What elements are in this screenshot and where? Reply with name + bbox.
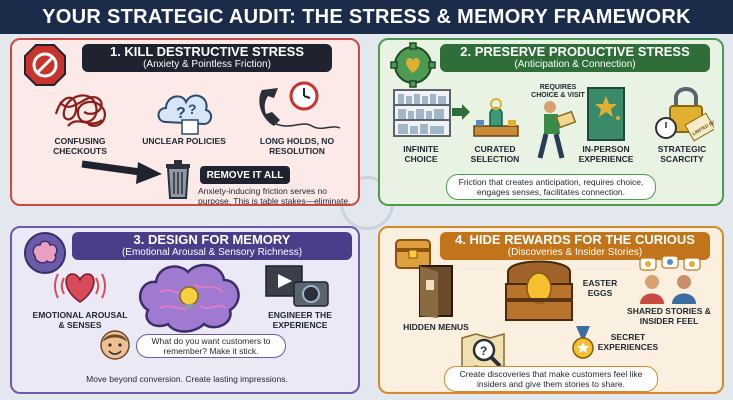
walking-person-icon xyxy=(537,101,576,159)
callout-requires-choice: REQUIRES CHOICE & VISIT xyxy=(531,84,585,99)
panel-1-header: 1. KILL DESTRUCTIVE STRESS (Anxiety & Po… xyxy=(82,44,332,72)
item-long-holds: LONG HOLDS, NO RESOLUTION xyxy=(259,136,335,156)
panel-4-heading: 4. HIDE REWARDS FOR THE CURIOUS xyxy=(455,232,695,247)
panel-1-subheading: (Anxiety & Pointless Friction) xyxy=(143,59,271,70)
arrow-right-icon xyxy=(452,104,470,120)
arrow-icon xyxy=(81,160,162,184)
panel-kill-destructive-stress: 1. KILL DESTRUCTIVE STRESS (Anxiety & Po… xyxy=(10,38,360,206)
tangle-icon xyxy=(54,94,106,127)
panel-1-heading: 1. KILL DESTRUCTIVE STRESS xyxy=(109,44,305,59)
medal-icon xyxy=(572,326,594,359)
treasure-badge-icon xyxy=(395,239,431,269)
item-easter-eggs: EASTER EGGS xyxy=(582,278,618,298)
panel-2-note: Friction that creates anticipation, requ… xyxy=(446,174,656,200)
panel-3-subheading: (Emotional Arousal & Sensory Richness) xyxy=(121,247,303,258)
shelves-icon xyxy=(393,89,451,137)
item-strategic-scarcity: STRATEGIC SCARCITY xyxy=(657,144,707,164)
item-infinite-choice: INFINITE CHOICE xyxy=(403,144,439,164)
item-shared-stories: SHARED STORIES & INSIDER FEEL xyxy=(627,306,711,326)
treasure-chest-icon xyxy=(505,260,573,321)
brain-badge-icon xyxy=(24,232,66,274)
remove-it-all-label: REMOVE IT ALL xyxy=(200,166,290,184)
panel-2-header: 2. PRESERVE PRODUCTIVE STRESS (Anticipat… xyxy=(440,44,710,72)
panel-2-subheading: (Anticipation & Connection) xyxy=(514,59,636,70)
hidden-door-icon xyxy=(419,265,453,318)
item-confusing-checkouts: CONFUSING CHECKOUTS xyxy=(53,136,107,156)
curated-display-icon xyxy=(473,98,519,137)
panel-4-subheading: (Discoveries & Insider Stories) xyxy=(507,247,643,258)
panel-3-heading: 3. DESIGN FOR MEMORY xyxy=(133,232,291,247)
panel-2-heading: 2. PRESERVE PRODUCTIVE STRESS xyxy=(460,44,690,59)
panel-4-header: 4. HIDE REWARDS FOR THE CURIOUS (Discove… xyxy=(440,232,710,260)
panel-3-header: 3. DESIGN FOR MEMORY (Emotional Arousal … xyxy=(72,232,352,260)
panel-1-note: Anxiety-inducing friction serves no purp… xyxy=(198,186,351,206)
title-bar: YOUR STRATEGIC AUDIT: THE STRESS & MEMOR… xyxy=(0,0,733,34)
svg-text:?: ? xyxy=(176,105,186,122)
item-engineer-experience: ENGINEER THE EXPERIENCE xyxy=(268,310,332,330)
people-stars-icon xyxy=(639,256,701,304)
panel-preserve-productive-stress: 2. PRESERVE PRODUCTIVE STRESS (Anticipat… xyxy=(378,38,724,206)
page-title: YOUR STRATEGIC AUDIT: THE STRESS & MEMOR… xyxy=(42,5,691,28)
face-icon xyxy=(100,330,130,360)
svg-text:?: ? xyxy=(188,101,197,117)
svg-text:?: ? xyxy=(480,344,487,358)
gear-heart-icon xyxy=(390,42,436,88)
stop-icon xyxy=(24,44,66,86)
item-curated-selection: CURATED SELECTION xyxy=(470,144,520,164)
panel-design-for-memory: 3. DESIGN FOR MEMORY (Emotional Arousal … xyxy=(10,226,360,394)
panel-hide-rewards: 4. HIDE REWARDS FOR THE CURIOUS (Discove… xyxy=(378,226,724,394)
memory-question-bubble: What do you want customers to remember? … xyxy=(136,334,286,358)
trash-icon xyxy=(166,160,190,199)
brain-bulb-icon xyxy=(138,263,240,333)
item-emotional-arousal: EMOTIONAL AROUSAL & SENSES xyxy=(32,310,128,330)
item-in-person-experience: IN-PERSON EXPERIENCE xyxy=(578,144,634,164)
item-unclear-policies: UNCLEAR POLICIES xyxy=(142,136,226,146)
panel-3-note: Move beyond conversion. Create lasting i… xyxy=(86,374,288,384)
panel-4-note: Create discoveries that make customers f… xyxy=(444,366,658,392)
cloud-question-icon: ? ? xyxy=(157,94,212,135)
lock-timer-icon: LIMITED EDITION xyxy=(655,87,714,142)
heart-waves-icon xyxy=(54,273,106,303)
item-hidden-menus: HIDDEN MENUS xyxy=(403,322,469,332)
video-camera-icon xyxy=(265,265,329,307)
phone-clock-icon xyxy=(259,81,341,130)
door-star-icon xyxy=(587,87,625,141)
item-secret-experiences: SECRET EXPERIENCES xyxy=(597,332,659,352)
